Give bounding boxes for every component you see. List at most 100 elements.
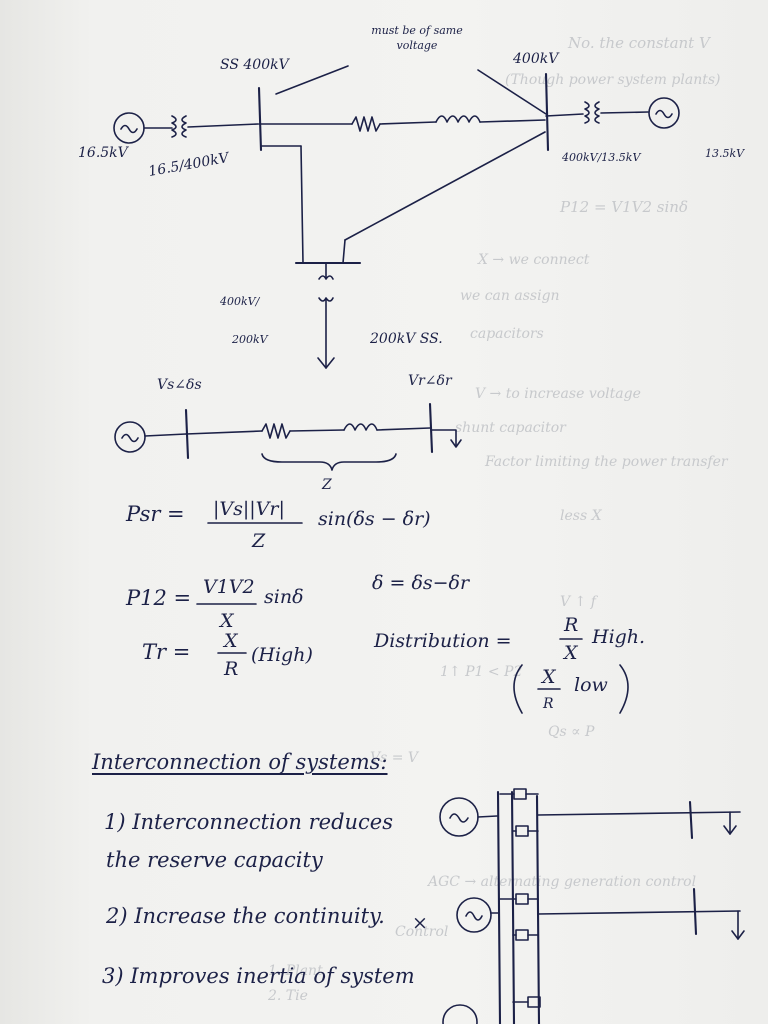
feeder-line	[537, 811, 741, 816]
bleed-line: Vs = V	[370, 750, 420, 766]
paren-left	[513, 664, 523, 714]
transformer-right-icon	[584, 101, 590, 124]
tie-line	[344, 131, 546, 241]
bleed-line: AGC → alternating generation control	[426, 874, 696, 890]
label-ss-right: 400kV	[513, 51, 559, 67]
bleed-line: No. the constant V	[567, 34, 712, 52]
bleed-line: 1. Plant	[268, 963, 323, 979]
eq-low-den: R	[543, 696, 554, 712]
bleed-line: less X	[560, 508, 603, 524]
breaker-icon	[515, 825, 529, 837]
label-note: must be of same voltage	[371, 24, 463, 52]
sine-wave-icon	[449, 813, 469, 823]
eq-low-num: X	[542, 666, 556, 688]
two-bus-diagram	[114, 402, 462, 471]
interconnection-diagram	[439, 788, 745, 1024]
bleed-line: 2. Tie	[267, 988, 308, 1004]
breaker-icon	[513, 788, 527, 800]
bleed-line: V → to increase voltage	[475, 386, 641, 402]
transformer-vertical-icon	[318, 297, 334, 302]
label-xfmr-mid-top: 400kV/	[220, 295, 260, 308]
note-pointer	[477, 69, 547, 115]
bleed-line: X → we connect	[477, 252, 590, 268]
list-item-1: 1) Interconnection reduces	[104, 810, 393, 834]
eq-dist-lhs: Distribution =	[374, 630, 512, 652]
breaker-icon	[515, 929, 529, 941]
load-arrow-icon	[317, 357, 335, 369]
bleed-line: Factor limiting the power transfer	[484, 454, 729, 470]
eq-psr-den: Z	[252, 530, 266, 552]
load-arrow-icon	[723, 825, 737, 835]
breaker-icon	[515, 893, 529, 905]
label-ss-left: SS 400kV	[220, 57, 289, 73]
bleed-line: (Though power system plants)	[505, 72, 720, 88]
bleed-line: V ↑ f	[560, 594, 599, 610]
eq-tr-lhs: Tr =	[142, 640, 191, 664]
wire	[144, 433, 187, 437]
wire	[379, 121, 437, 125]
bleed-line: we can assign	[460, 288, 560, 304]
wire	[431, 429, 457, 447]
wire	[600, 111, 649, 114]
single-line-diagram-1	[113, 65, 680, 369]
label-z: Z	[322, 477, 332, 493]
wire	[187, 123, 259, 128]
label-ss-bottom: 200kV SS.	[370, 331, 443, 347]
generator-icon	[114, 421, 146, 453]
eq-tr-tail: (High)	[251, 644, 313, 666]
list-item-2: 2) Increase the continuity.	[106, 904, 385, 928]
sine-wave-icon	[655, 109, 673, 119]
section-heading: Interconnection of systems:	[92, 750, 388, 774]
bleed-line: P12 = V1V2 sinδ	[559, 198, 688, 216]
tie-bus-c	[535, 794, 541, 1024]
bus-400kv-right	[544, 72, 550, 152]
transformer-vertical-icon	[318, 275, 334, 280]
bus-400kv-left	[257, 86, 263, 152]
wire	[479, 119, 546, 123]
wire	[376, 427, 431, 431]
eq-tr-num: X	[224, 630, 238, 652]
wire	[289, 429, 345, 432]
eq-tr-den: R	[224, 658, 239, 680]
transformer-right-icon	[594, 101, 600, 124]
fraction-bars	[196, 522, 629, 714]
note-pointer	[275, 65, 349, 95]
eq-dist-den: X	[564, 642, 578, 664]
bleed-line: Qs ∝ P	[548, 724, 595, 740]
bleed-line: shunt capacitor	[455, 420, 567, 436]
wire	[300, 145, 304, 264]
eq-p12-tail: sinδ	[264, 586, 304, 608]
load-bus	[692, 887, 698, 936]
label-xfmr-mid-bottom: 200kV	[232, 333, 268, 346]
resistor-icon	[351, 116, 381, 132]
eq-dist-num: R	[564, 614, 579, 636]
eq-p12-den: X	[220, 610, 234, 632]
paren-right	[619, 664, 629, 714]
transformer-left-icon	[181, 115, 187, 138]
sine-wave-icon	[121, 433, 139, 443]
label-gen-left-kv: 16.5kV	[78, 145, 128, 161]
sine-wave-icon	[120, 124, 138, 134]
eq-low-tail: low	[574, 674, 608, 696]
feeder-line	[537, 910, 741, 915]
tie-bus-a	[496, 790, 502, 1024]
resistor-icon	[261, 423, 291, 439]
inductor-icon	[343, 423, 378, 431]
inductor-icon	[435, 115, 481, 123]
load-arrow-icon	[450, 439, 462, 448]
label-xfmr-right-ratio: 400kV/13.5kV	[562, 151, 641, 164]
transformer-left-icon	[171, 115, 177, 138]
wire	[342, 239, 346, 264]
label-gen-right-kv: 13.5kV	[705, 147, 745, 160]
eq-psr-num: |Vs||Vr|	[213, 498, 285, 520]
wire	[477, 815, 498, 818]
wire	[545, 113, 584, 117]
label-vr: Vr∠δr	[408, 373, 452, 389]
eq-delta-def: δ = δs−δr	[372, 572, 470, 594]
eq-p12-lhs: P12 =	[126, 586, 192, 610]
tie-bus-b	[510, 790, 516, 1024]
bleed-through-text: No. the constant V (Though power system …	[267, 34, 729, 1004]
label-vs: Vs∠δs	[157, 377, 202, 393]
